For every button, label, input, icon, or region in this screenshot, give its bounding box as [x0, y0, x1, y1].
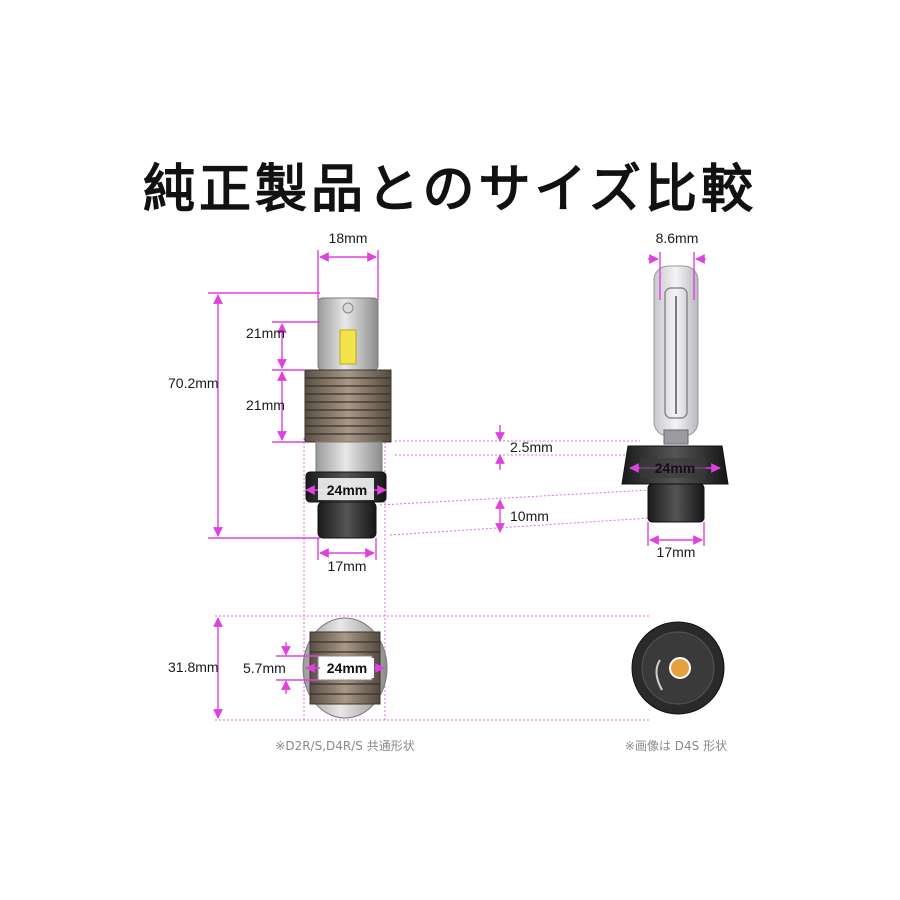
led-flange-width-label: 24mm: [327, 482, 367, 498]
oem-bulb-image: [621, 265, 729, 523]
led-heatsink-height-label: 21mm: [246, 397, 285, 413]
oem-top-width-label: 8.6mm: [656, 230, 699, 246]
base-offset-label: 10mm: [510, 508, 549, 524]
tab-width-label: 5.7mm: [243, 660, 286, 676]
oem-flange-width-label: 24mm: [655, 460, 695, 476]
page-title: 純正製品とのサイズ比較: [143, 160, 757, 220]
led-base-width-label: 17mm: [328, 558, 367, 574]
dashed-guides: [215, 438, 651, 721]
bottom-width-label: 24mm: [327, 660, 367, 676]
bottom-height-label: 31.8mm: [168, 659, 219, 675]
led-total-height-label: 70.2mm: [168, 375, 219, 391]
oem-shape-note: ※画像は D4S 形状: [625, 739, 727, 753]
oem-bottom-view-image: [631, 621, 725, 715]
led-top-width-label: 18mm: [329, 230, 368, 246]
oem-base-width-label: 17mm: [657, 544, 696, 560]
led-bulb-image: [304, 297, 392, 539]
led-chip-height-label: 21mm: [246, 325, 285, 341]
flange-offset-label: 2.5mm: [510, 439, 553, 455]
led-shape-note: ※D2R/S,D4R/S 共通形状: [275, 739, 414, 753]
